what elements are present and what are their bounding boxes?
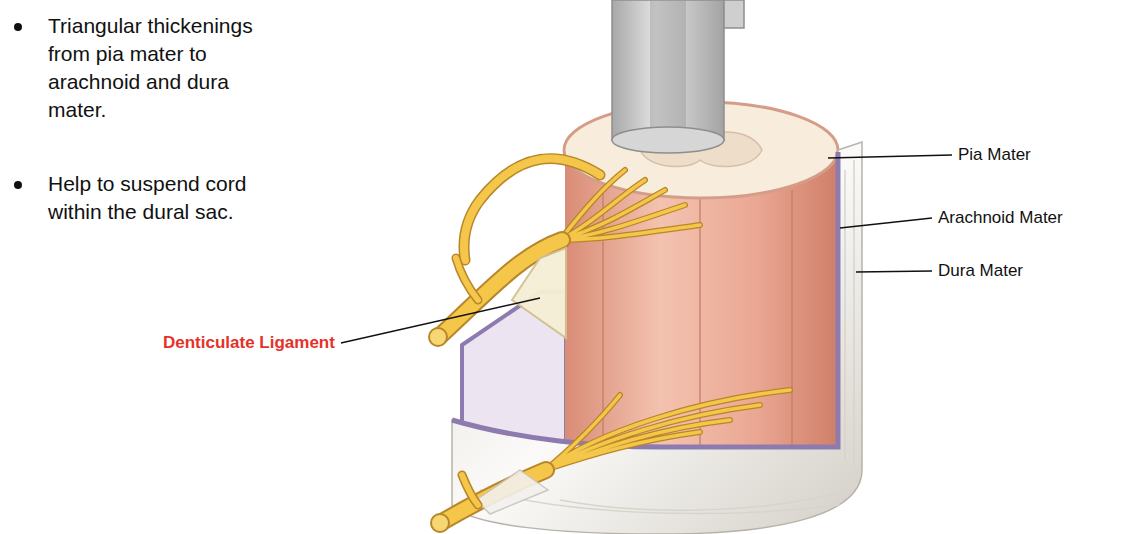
nerve-branch: [462, 475, 478, 505]
cord-ridge: [791, 190, 793, 460]
leader-line: [341, 298, 540, 343]
leader-line: [856, 271, 932, 272]
vertebral-column: [724, 0, 744, 28]
bullet-text: Help to suspend cord within the dural sa…: [48, 170, 293, 226]
part-label: Dura Mater: [938, 261, 1023, 281]
nerve-branch: [456, 258, 478, 300]
rootlet-outline: [560, 170, 700, 240]
denticulate-ligament: [512, 248, 566, 338]
nerve-outline: [462, 475, 478, 505]
dura-texture: [480, 160, 854, 514]
arachnoid-mater: [452, 152, 838, 447]
cord-ridge: [699, 198, 701, 460]
part-label: Arachnoid Mater: [938, 208, 1063, 228]
vertebral-column: [612, 0, 724, 140]
rootlet: [545, 390, 790, 470]
nerve-root: [464, 159, 600, 260]
nerve-cut-end: [429, 328, 447, 346]
nerve-cut-end: [431, 514, 449, 532]
ventral-root: [442, 390, 790, 522]
bullet-dot: [14, 181, 22, 189]
leader-line: [840, 218, 932, 228]
part-label: Pia Mater: [958, 145, 1031, 165]
dura-mater: [452, 142, 862, 534]
dural-sleeve: [476, 470, 548, 514]
rootlet-outline: [545, 390, 790, 470]
leader-line: [828, 155, 952, 158]
dorsal-root: [440, 159, 700, 336]
bullet-text: Triangular thickenings from pia mater to…: [48, 12, 293, 124]
nerve-outline: [464, 159, 600, 260]
bullet-dot: [14, 23, 22, 31]
column-groove: [650, 0, 686, 132]
rootlet: [560, 170, 700, 240]
part-label: Denticulate Ligament: [163, 333, 335, 353]
column-base: [612, 127, 724, 153]
nerve-outline: [456, 258, 478, 300]
